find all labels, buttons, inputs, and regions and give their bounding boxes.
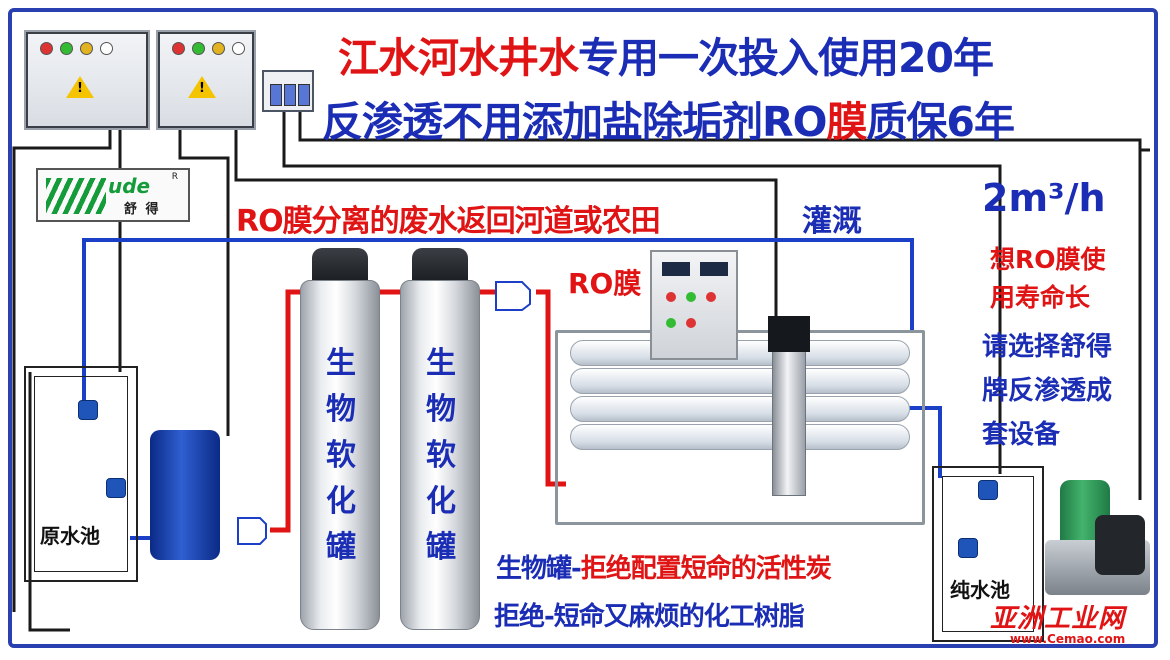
brand-logo: ude 舒 得 R: [36, 168, 190, 222]
bottom-note-line-1-a: 生物罐-: [496, 554, 582, 584]
wire-raw-bottom: [28, 372, 70, 632]
ro-membrane-tube-4: [570, 424, 910, 450]
bottom-note-line-2: 拒绝-短命又麻烦的化工树脂: [494, 602, 805, 632]
raw-water-pump: [150, 430, 220, 560]
logo-mark: ude: [108, 174, 151, 198]
headline-line-2-c: 质保6年: [866, 98, 1015, 146]
wire-ro-unit: [234, 128, 778, 316]
control-wires: [12, 108, 1150, 632]
flow-rate-label: 2m³/h: [982, 176, 1106, 220]
wire-raw-pool-left: [12, 128, 112, 612]
ro-control-panel: [650, 250, 738, 360]
red-light-icon: [40, 42, 53, 55]
registered-mark: R: [171, 172, 178, 182]
ro-membrane-tube-3: [570, 396, 910, 422]
valve-pump-outlet: [237, 517, 267, 545]
green-light-icon: [60, 42, 73, 55]
white-light-icon: [232, 42, 245, 55]
yellow-light-icon: [212, 42, 225, 55]
softening-tank-1: 生物软化罐: [300, 280, 380, 630]
yellow-light-icon: [80, 42, 93, 55]
side-note-line-3: 请选择舒得: [982, 332, 1113, 362]
booster-pump-motor: [1095, 515, 1145, 575]
indicator-lights: [172, 42, 245, 55]
headline-line-1-a: 江水河水井水: [338, 34, 579, 82]
warning-icon: [66, 76, 94, 98]
logo-stripes-icon: [46, 178, 106, 214]
control-panel-1: [24, 30, 150, 130]
headline-line-1-b: 专用一次投入使用20年: [578, 34, 994, 82]
indicator-lights: [40, 42, 113, 55]
pipe-ro-to-pure: [904, 406, 942, 478]
float-switch-icon: [978, 480, 998, 500]
high-pressure-pump-motor: [768, 316, 810, 352]
bottom-note-line-1-b: 拒绝配置短命的活性炭: [580, 554, 832, 584]
side-note-line-5: 套设备: [982, 420, 1061, 450]
warning-icon: [188, 76, 216, 98]
green-light-icon: [192, 42, 205, 55]
display-icon: [700, 262, 728, 276]
valves: [237, 281, 531, 545]
float-switch-icon: [106, 478, 126, 498]
float-switch-icon: [958, 538, 978, 558]
wire-pure-pool: [282, 108, 1002, 474]
headline-line-1: 江水河水井水专用一次投入使用20年: [338, 24, 994, 84]
raw-water-pool: 原水池: [24, 366, 138, 582]
tank-2-label: 生物软化罐: [426, 346, 456, 565]
control-panel-2: [156, 30, 256, 130]
outer-frame: [8, 8, 1158, 648]
pipe-waste-return: [82, 238, 914, 400]
ro-membrane-tube-1: [570, 340, 910, 366]
pure-pool-label: 纯水池: [950, 578, 1010, 602]
tank-1-label: 生物软化罐: [326, 346, 356, 565]
side-note-line-1: 想RO膜使: [990, 245, 1106, 274]
breaker-switch-icon: [270, 84, 282, 106]
side-note-line-2: 用寿命长: [990, 283, 1091, 312]
pipe-pump-to-tank: [270, 289, 310, 533]
softening-tank-2: 生物软化罐: [400, 280, 480, 630]
display-icon: [662, 262, 690, 276]
valve-tank-outlet: [495, 281, 531, 311]
watermark-url: www.Cemao.com: [1010, 632, 1126, 646]
logo-name: 舒 得: [124, 202, 161, 217]
watermark-brand: 亚洲工业网: [990, 604, 1126, 634]
red-light-icon: [706, 292, 716, 302]
red-light-icon: [172, 42, 185, 55]
headline-line-2-b: 膜: [826, 98, 867, 146]
red-light-icon: [686, 318, 696, 328]
breaker-switch-icon: [284, 84, 296, 106]
pure-water-pool-inner: [942, 476, 1034, 632]
side-note-line-4: 牌反渗透成: [982, 376, 1113, 406]
ro-membrane-tube-2: [570, 368, 910, 394]
raw-pool-label: 原水池: [40, 524, 100, 548]
green-light-icon: [666, 318, 676, 328]
ro-membrane-label: RO膜: [568, 267, 642, 300]
pure-water-pool: 纯水池: [932, 466, 1044, 642]
breaker-switch-icon: [298, 84, 310, 106]
wire-pump: [178, 128, 230, 436]
red-light-icon: [666, 292, 676, 302]
green-light-icon: [686, 292, 696, 302]
raw-water-pool-inner: [34, 376, 128, 572]
irrigation-label: 灌溉: [802, 204, 862, 239]
headline-line-2: 反渗透不用添加盐除垢剂RO膜质保6年: [322, 88, 1015, 148]
bottom-note-line-1: 生物罐-拒绝配置短命的活性炭: [496, 548, 832, 585]
circuit-breaker: [262, 70, 314, 112]
ro-unit-frame: [555, 330, 925, 525]
wire-boost: [298, 108, 1150, 152]
white-light-icon: [100, 42, 113, 55]
headline-line-2-a: 反渗透不用添加盐除垢剂RO: [322, 98, 827, 146]
float-switch-icon: [78, 400, 98, 420]
waste-water-label: RO膜分离的废水返回河道或农田: [236, 204, 661, 239]
